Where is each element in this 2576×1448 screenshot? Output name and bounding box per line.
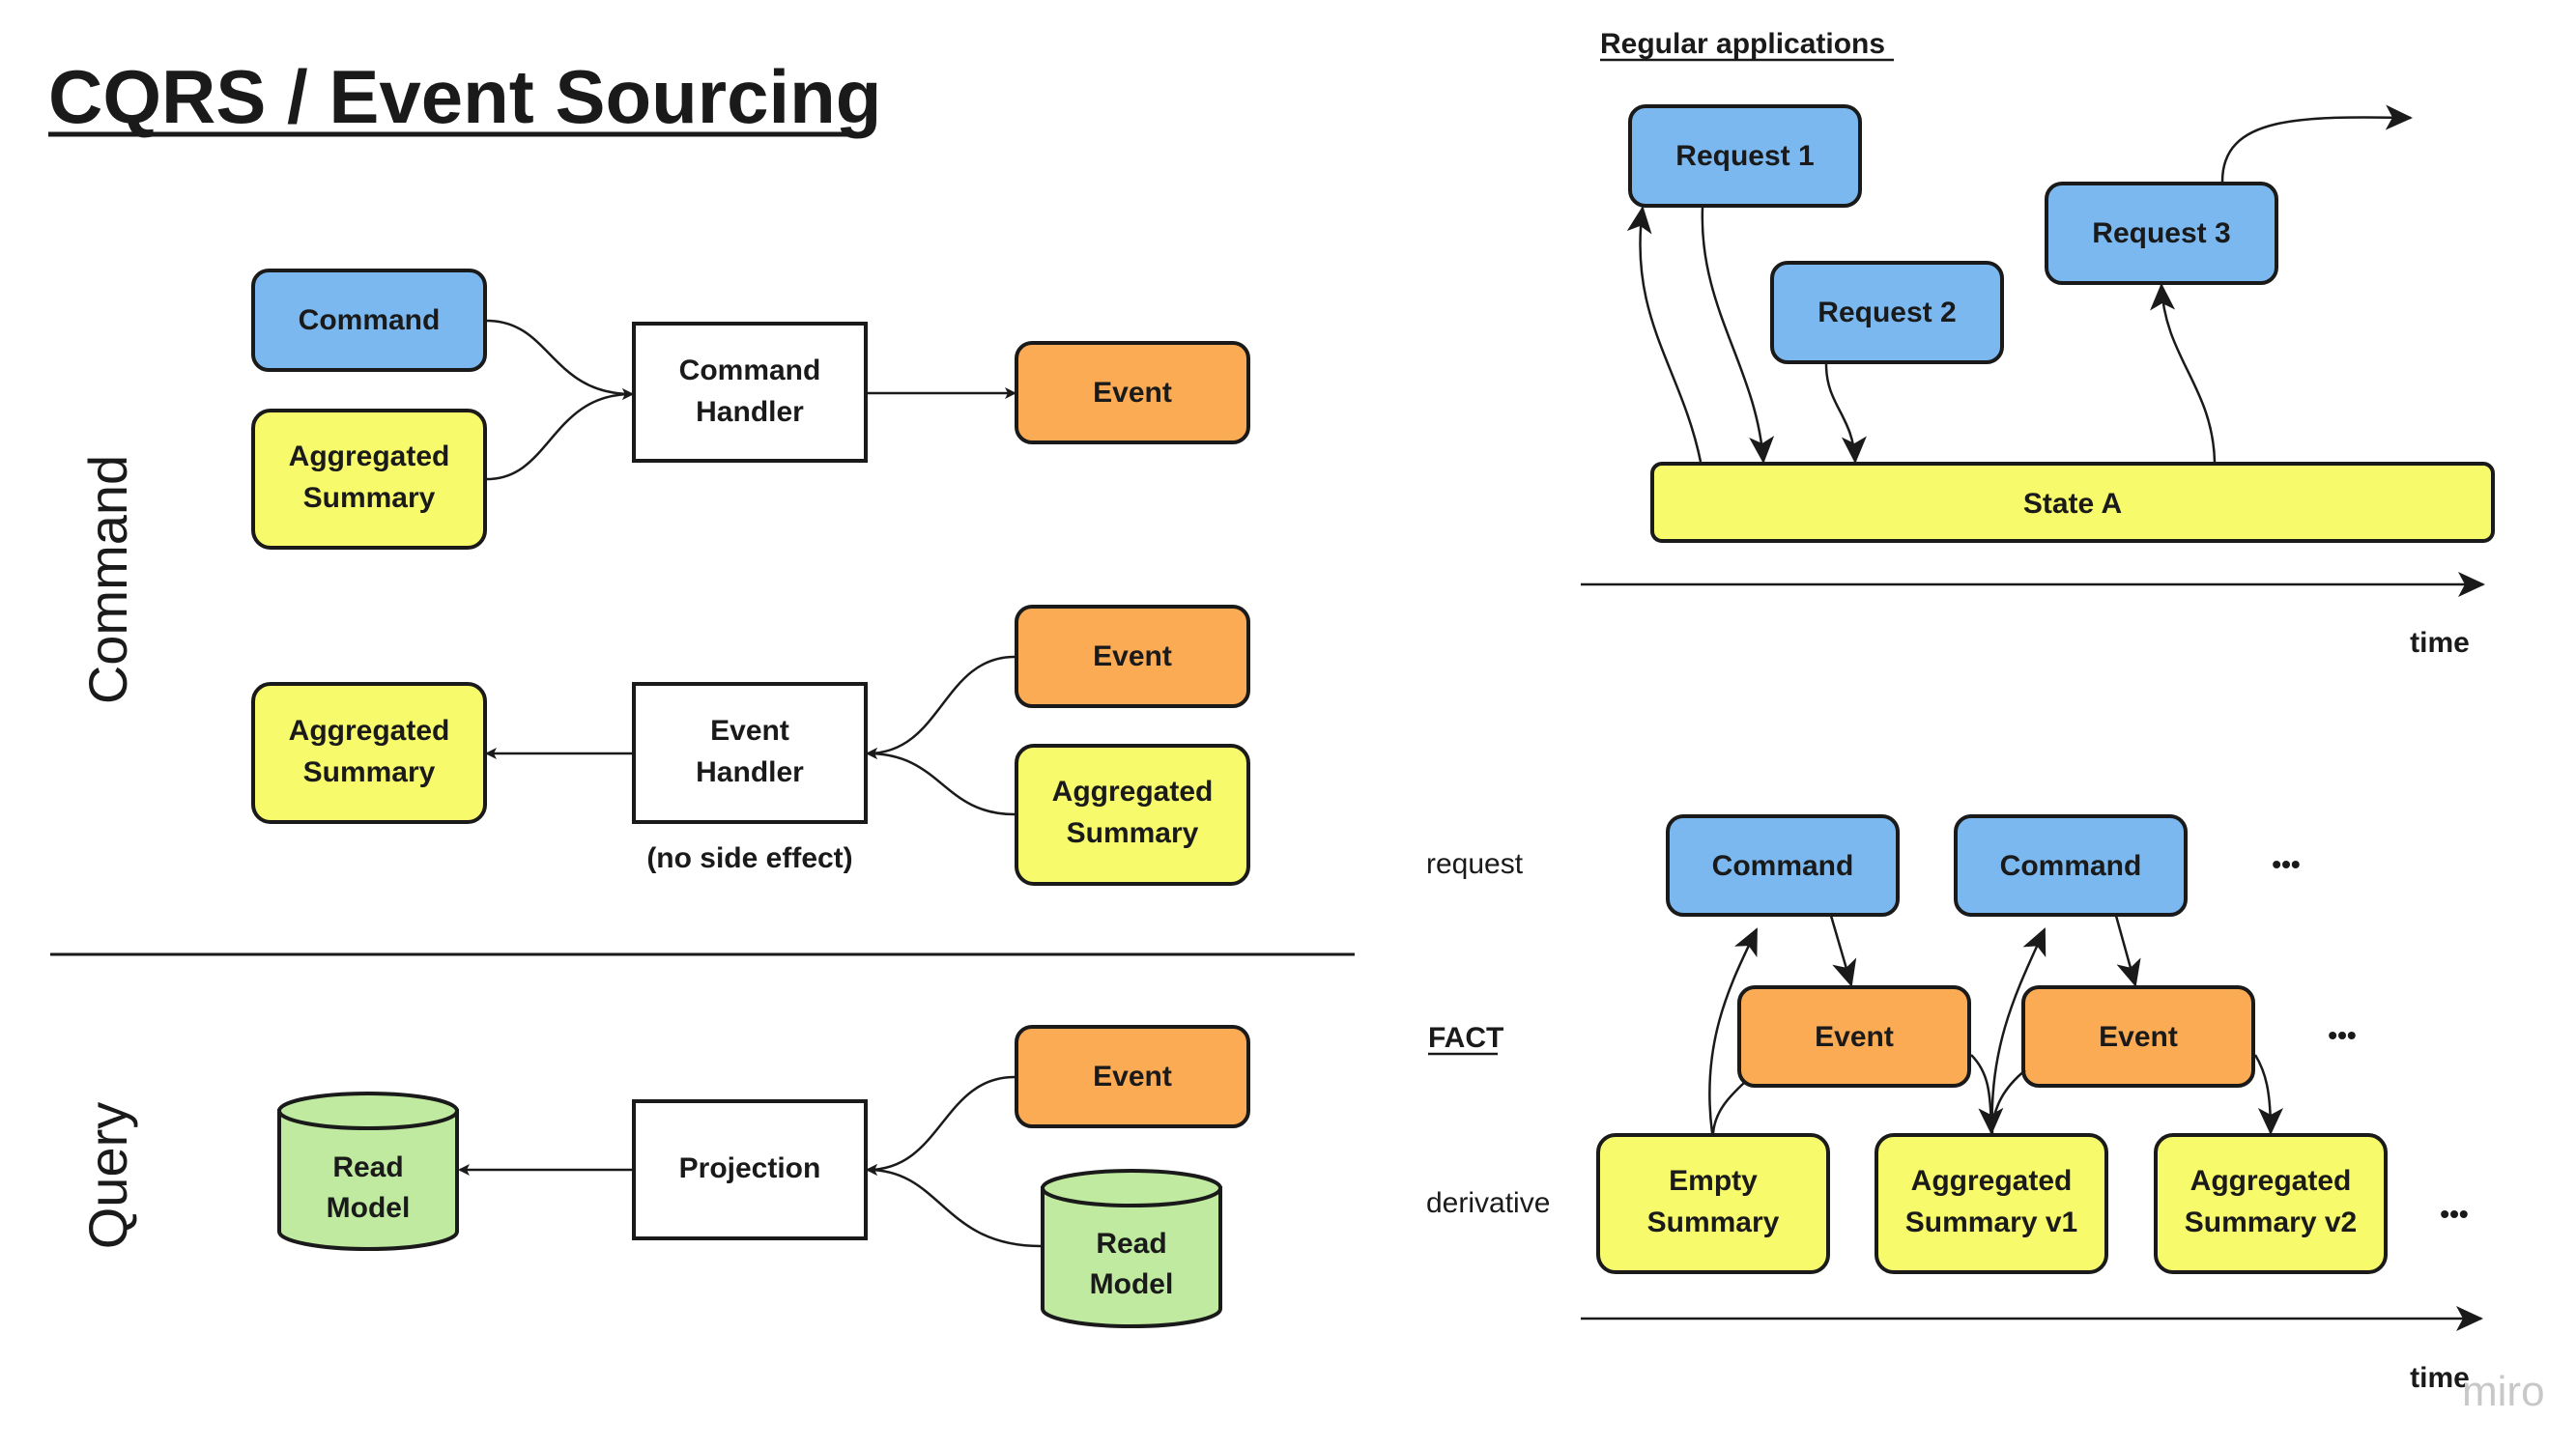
svg-text:Request 1: Request 1 [1675, 140, 1814, 172]
regular-applications-heading: Regular applications [1600, 28, 1885, 60]
arrow-request-2-to-state [1824, 363, 1867, 464]
svg-text:Model: Model [327, 1192, 411, 1224]
svg-text:Read: Read [332, 1151, 403, 1183]
svg-text:Event: Event [1093, 640, 1172, 672]
svg-text:Aggregated: Aggregated [1052, 776, 1214, 808]
arrow-read-model-to-projection [866, 1164, 1042, 1248]
arrow-empty-summary-to-command-1 [1708, 927, 1759, 1134]
time-label-top: time [2410, 627, 2470, 659]
svg-text:Summary: Summary [1647, 1207, 1780, 1238]
svg-text:Empty: Empty [1669, 1165, 1758, 1197]
arrow-command-to-handler [486, 319, 634, 400]
arrow-request-1-to-state [1701, 207, 1775, 464]
request-1-box: Request 1 [1628, 104, 1862, 208]
arrow-command-2-to-event-2 [2114, 915, 2141, 987]
request-3-box: Request 3 [2045, 182, 2278, 285]
svg-text:Request 2: Request 2 [1818, 297, 1956, 328]
section-label-query: Query [77, 1102, 138, 1250]
row-label-request: request [1426, 848, 1524, 880]
svg-text:Event: Event [2099, 1021, 2178, 1053]
svg-text:Summary: Summary [303, 482, 436, 514]
svg-text:Command: Command [679, 355, 821, 386]
arrow-summary-to-event-handler [866, 748, 1016, 816]
ellipsis-request: ••• [2272, 849, 2300, 879]
aggregated-summary-v2-box: Aggregated Summary v2 [2154, 1133, 2388, 1274]
command-box-2: Command [1954, 814, 2188, 917]
svg-text:Read: Read [1096, 1228, 1166, 1260]
request-2-box: Request 2 [1770, 261, 2004, 364]
page-title: CQRS / Event Sourcing [48, 54, 881, 139]
row-label-derivative: derivative [1426, 1187, 1550, 1219]
svg-text:Command: Command [299, 304, 441, 336]
svg-text:Command: Command [2000, 850, 2142, 882]
svg-text:Aggregated: Aggregated [2190, 1165, 2352, 1197]
svg-text:Handler: Handler [696, 396, 804, 428]
event-handler-box: Event Handler [632, 682, 868, 824]
svg-text:Model: Model [1090, 1268, 1174, 1300]
ellipsis-fact: ••• [2328, 1020, 2356, 1050]
svg-text:State A: State A [2023, 488, 2122, 520]
ellipsis-derivative: ••• [2440, 1199, 2468, 1229]
event-box: Event [1015, 341, 1250, 444]
state-a-bar: State A [1650, 462, 2495, 543]
aggregated-summary-box: Aggregated Summary [251, 409, 487, 550]
arrow-event-1-to-summary-v1 [1970, 1054, 2004, 1135]
read-model-right-cylinder: Read Model [1041, 1169, 1222, 1328]
svg-text:Summary v2: Summary v2 [2185, 1207, 2357, 1238]
row-label-fact: FACT [1428, 1022, 1503, 1054]
svg-text:Projection: Projection [679, 1152, 821, 1184]
read-model-left-cylinder: Read Model [277, 1092, 459, 1251]
command-handler-box: Command Handler [632, 322, 868, 463]
arrow-event-2-to-summary-v2 [2253, 1054, 2283, 1135]
svg-text:Aggregated: Aggregated [289, 715, 450, 747]
svg-text:Event: Event [710, 715, 789, 747]
arrow-event-to-event-handler [866, 655, 1016, 759]
command-box-1: Command [1666, 814, 1900, 917]
arrow-event-to-projection [866, 1075, 1016, 1176]
svg-text:Event: Event [1093, 377, 1172, 409]
arrow-summary-v1-to-command-2 [1990, 927, 2046, 1134]
svg-text:Summary: Summary [303, 756, 436, 788]
empty-summary-box: Empty Summary [1596, 1133, 1830, 1274]
miro-watermark: miro [2462, 1368, 2545, 1415]
projection-box: Projection [632, 1099, 868, 1240]
arrow-empty-summary-to-summary-v1 [1711, 1081, 1746, 1134]
svg-text:Event: Event [1815, 1021, 1894, 1053]
event-box-input: Event [1015, 605, 1250, 708]
aggregated-summary-input-box: Aggregated Summary [1015, 744, 1250, 886]
event-box-query: Event [1015, 1025, 1250, 1128]
command-box: Command [251, 269, 487, 372]
event-box-1: Event [1737, 985, 1971, 1088]
svg-text:Command: Command [1712, 850, 1854, 882]
time-label-bottom: time [2410, 1362, 2470, 1394]
arrow-request-3-onward [2220, 104, 2413, 183]
svg-text:Aggregated: Aggregated [289, 440, 450, 472]
arrow-command-1-to-event-1 [1829, 915, 1857, 987]
svg-text:Aggregated: Aggregated [1911, 1165, 2073, 1197]
svg-text:Summary: Summary [1067, 817, 1199, 849]
arrow-summary-to-handler [486, 388, 634, 481]
arrow-state-to-request-1 [1626, 206, 1703, 463]
svg-text:Handler: Handler [696, 756, 804, 788]
section-label-command: Command [77, 455, 138, 704]
svg-text:Request 3: Request 3 [2092, 217, 2230, 249]
aggregated-summary-result-box: Aggregated Summary [251, 682, 487, 824]
svg-text:Summary v1: Summary v1 [1905, 1207, 2077, 1238]
event-box-2: Event [2021, 985, 2255, 1088]
no-side-effect-note: (no side effect) [646, 842, 852, 874]
arrow-state-to-request-3 [2150, 283, 2217, 463]
aggregated-summary-v1-box: Aggregated Summary v1 [1875, 1133, 2108, 1274]
arrow-summary-v1-to-event-2 [1989, 1069, 2026, 1134]
svg-text:Event: Event [1093, 1061, 1172, 1093]
